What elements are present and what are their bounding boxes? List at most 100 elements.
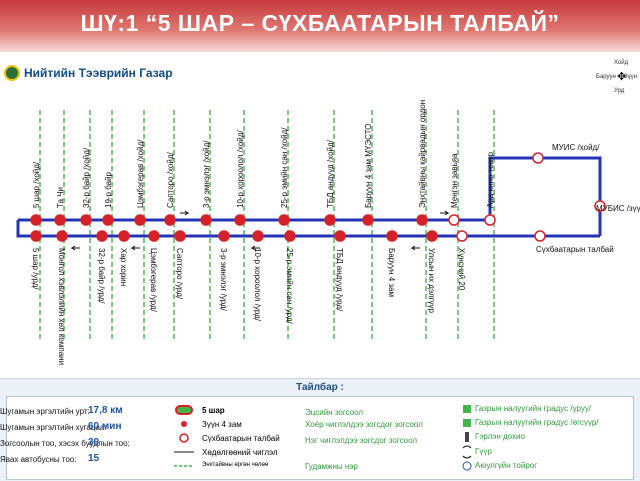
stop-lower-10 [386,230,398,242]
route-line-lower [16,220,600,238]
stop-lower-3 [118,230,130,242]
direction-arrow-icon [70,245,80,251]
stop-symbol [181,421,187,427]
roundabout-icon [462,461,472,471]
stop-label-upper-7: 10-р хороолол /хойд/ [236,130,245,208]
stop-upper-8 [278,214,290,226]
stop-label-upper-11: Энхтайвны кайрвадын ордон [418,100,427,208]
stop-label-lower-7: 10-р хороолол /урд/ [253,248,262,322]
direction-arrow-icon [130,245,140,251]
stop-label-right-0: МУИС /хойд/ [552,143,600,152]
compass-north-label: Хойд [614,60,629,66]
stop-upper-5 [164,214,176,226]
street-lines [39,110,495,340]
legend-right-icons [462,405,472,471]
stop-label-lower-8: 25-р эмийн сан /урд/ [285,248,294,325]
company-name: Нийтийн Тээврийн Газар [24,66,173,80]
stop-upper-2 [80,214,92,226]
stop-label-lower-6: 3-р эмнэлэг /урд/ [219,248,228,312]
legend-zuun4zam: Зүүн 4 зам [202,420,242,429]
stop-label-upper-9: ТБД андууд /хойд/ [326,139,335,208]
stop-label-lower-4: Цэмбэгерав /урд/ [149,248,158,313]
stop-upper-3 [102,214,114,226]
legend-symbols [174,405,194,467]
legend-two-way-stop: Хоёр чиглэлдээ зогсдог зогсоол [305,420,423,429]
stop-upper-6 [200,214,212,226]
stop-lower-5 [174,230,186,242]
stat-label-buses: Явах автобусны тоо: [0,455,77,464]
compass-rose: Хойд Зүүн Урд Баруун ✥ [596,60,638,96]
stop-label-right-1: МУБИС /зүүн/ [596,204,640,213]
stop-label-lower-9: ТБД андууд /урд/ [335,248,344,312]
stop-lower-8 [284,230,296,242]
stop-upper-1 [54,214,66,226]
title-banner [0,0,640,52]
stat-label-length: Шугамын эргэлтийн урт: [0,407,90,416]
stat-value-buses: 15 [88,453,100,464]
terminal-symbol [175,405,193,415]
direction-arrow-icon [440,210,450,216]
compass-south-label: Урд [614,88,625,94]
legend-direction: Хөдөлгөөний чиглэл [202,448,278,457]
stop-label-right-2: Сүхбаатарын талбай [536,245,614,254]
stop-label-upper-0: 5 шар /хойд/ [32,161,41,208]
stop-lower-6 [218,230,230,242]
terminal-open-symbol [179,433,189,443]
stop-label-upper-2: 32-р байр /хойд/ [82,147,91,208]
legend-traffic-light: Гэрлэн дохио [475,432,525,441]
stop-right-1 [594,200,606,212]
stop-upper-7 [234,214,246,226]
stop-label-upper-6: 3-р эмнэлэг /хойд/ [202,140,211,208]
legend-terminal-stop: Эцсийн зогсоол [305,408,364,417]
legend-grade-down: Газрын налуугийн градус /уруу/ [475,404,592,413]
stop-label-lower-0: 5 шар /урд/ [31,248,40,290]
legend-frame [6,396,634,480]
page-title: ШҮ:1 “5 ШАР – СҮХБААТАРЫН ТАЛБАЙ” [80,10,560,36]
stat-label-stops: Зогсоолын тоо, хэсэх буудлын тоо: [0,439,130,448]
stop-label-upper-12: Менгэн завьяа [450,153,459,208]
legend-heading: Тайлбар : [296,382,344,393]
direction-arrow-icon [250,245,260,251]
compass-west-label: Баруун [596,74,616,80]
stat-value-time: 60 мин [88,421,122,432]
grade-up-icon [463,419,471,427]
legend-bridge: Гүүр [475,447,492,456]
stop-label-upper-1: Та Чи [56,187,65,208]
stop-label-lower-3: Хар хорин [119,248,128,286]
stop-lower-11 [426,230,438,242]
stop-lower-0 [30,230,42,242]
legend-sukhbaatar: Сүхбаатарын талбай [202,434,280,443]
legend-street: Гудамжны нэр [305,462,358,471]
stop-lower-2 [96,230,108,242]
stop-label-lower-10: Баруун 4 зам [387,248,396,297]
stop-lower-7 [252,230,264,242]
route-map: 5 шар /хойд/Та Чи 32-р байр /хойд/19-р ба… [16,100,640,365]
stop-label-lower-11: Улсын их дэлгүүр [427,248,436,314]
stop-label-upper-5: Сапторо /хойд/ [166,151,175,208]
stop-label-lower-12: Хүнсний 20 [457,248,466,291]
legend-grade-up: Газрын налуугийн градус /өгсүүр/ [475,418,599,427]
traffic-light-icon [465,432,469,442]
stop-upper-13 [484,214,496,226]
stop-lower-4 [148,230,160,242]
stop-lower-1 [56,230,68,242]
stat-value-length: 17,8 км [88,405,123,416]
compass-arrow-icon: ✥ [617,71,627,83]
stop-label-upper-4: Цэмбэгерав /хойд/ [136,139,145,208]
stop-label-upper-8: 25-р эмийн сан /хойд/ [280,127,289,208]
stop-label-upper-10: Баруун 4 зам МҮЭСТО [364,124,373,208]
stop-lower-9 [334,230,346,242]
direction-arrow-icon [410,245,420,251]
company-logo [4,65,20,81]
stop-upper-12 [448,214,460,226]
stop-lower-12 [456,230,468,242]
legend-street-name: Энхтайвны өргөн чөлөө [202,462,269,468]
stop-label-lower-2: 32-р байр /урд/ [97,248,106,304]
stat-label-time: Шугамын эргэлтийн хугацаа: [0,423,107,432]
stop-label-upper-13: Ард кино театр [486,151,495,208]
stop-label-upper-3: 19-р байр [104,171,113,208]
stop-right-0 [532,152,544,164]
stop-upper-10 [362,214,374,226]
grade-down-icon [463,405,471,413]
bridge-icon [462,445,472,459]
